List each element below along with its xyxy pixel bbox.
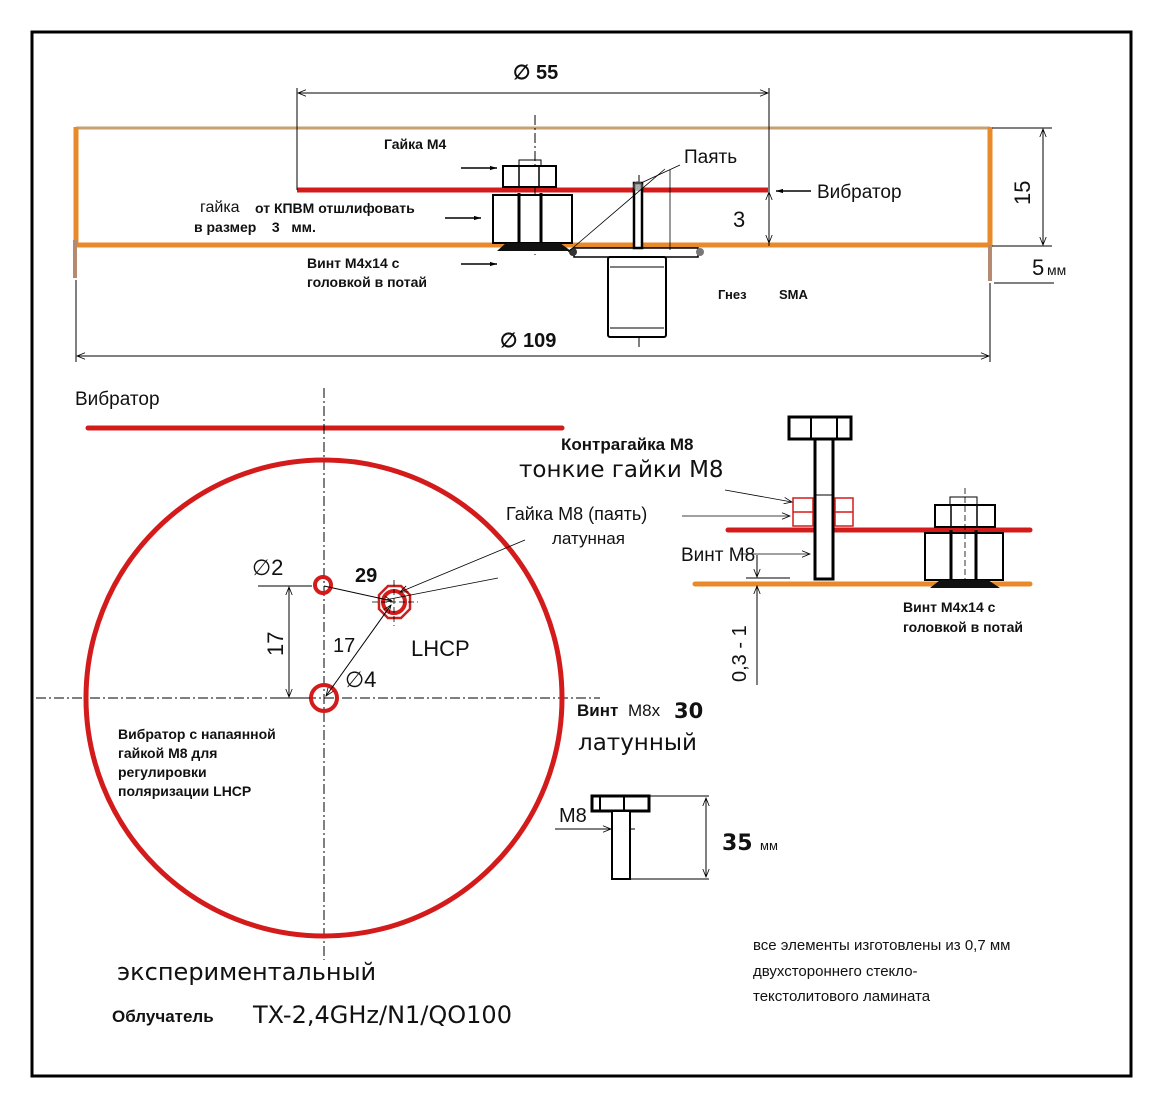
dim-29: 29 [355,565,377,587]
countersunk-screw-head [497,243,571,251]
top-view: Вибратор 17 29 17 ∅2 ∅4 LHCP Вибратор с … [36,388,600,960]
adjust-view: 0,3 - 1 Контрагайка М8 тонкие гайки М8 Г… [384,415,1033,756]
label-screw-1: Винт М4х14 с [307,255,400,271]
label-screw-2: головкой в потай [307,274,427,290]
m8-bolt-shaft [813,437,835,581]
title-experimental: экспериментальный [117,958,376,986]
label-solder: Паять [684,147,737,168]
adjust-countersunk-head [930,580,1000,588]
dim-17-vertical: 17 [263,632,288,656]
label-locknut: Контрагайка М8 [561,435,693,454]
material-note-2: двухстороннего стекло- [753,963,918,980]
label-lhcp: LHCP [411,636,470,661]
m4-nut [502,165,557,188]
adjust-spacer-nut [924,532,1004,581]
dim-rim-5: 5 [1032,255,1044,280]
note-line-3: регулировки [118,764,207,780]
note-line-1: Вибратор с напаянной [118,726,276,742]
hole-2mm [313,575,333,595]
dim-gap-adjust: 0,3 - 1 [729,625,751,682]
label-thin-nuts: тонкие гайки М8 [519,457,724,483]
label-nut-m4: Гайка М4 [384,136,446,152]
label-nut-note-b: от КПВМ отшлифовать [255,200,415,216]
label-bolt-a: Винт [577,701,618,720]
dim-17-diag: 17 [333,635,355,657]
spacer-nut [492,194,573,244]
dim-109: ∅ 109 [500,330,556,352]
dim-hole-4: ∅4 [345,667,376,692]
label-adjust-screw-1: Винт М4х14 с [903,599,996,615]
drawing-frame [30,30,1133,1078]
label-bolt-thread: М8 [559,805,587,827]
label-vibrator-side: Вибратор [817,182,902,203]
label-nut-m8-1: Гайка М8 (паять) [506,504,647,524]
label-sma-a: Гнез [718,287,747,302]
label-sma-b: SMA [779,287,809,302]
dim-55: ∅ 55 [513,62,558,84]
label-screw-m8: Винт М8 [681,545,755,566]
bolt-detail: М8 35 мм [555,794,778,880]
dim-29-line [323,585,392,601]
side-view: ∅ 55 3 15 5 мм ∅ 109 Гайка М4 Паять Вибр… [73,62,1066,362]
m8-bolt-head [787,415,853,441]
sma-body [607,256,667,338]
label-bolt-b: М8х [628,701,661,720]
note-line-2: гайкой М8 для [118,745,217,761]
title-prefix: Облучатель [112,1007,214,1026]
material-note-3: текстолитового ламината [753,988,931,1005]
vibrator-disc [83,457,565,939]
dim-hole-2: ∅2 [252,555,283,580]
dim-rim-unit: мм [1047,262,1066,278]
label-nut-note-a: гайка [200,199,240,216]
dim-bolt-length: 35 [722,831,753,856]
sma-flange [573,247,699,258]
label-adjust-screw-2: головкой в потай [903,619,1023,635]
label-nut-note-2: в размер 3 мм. [194,219,316,235]
title-model: TX-2,4GHz/N1/QO100 [252,1001,512,1029]
dim-17-diag-line [326,605,391,696]
dim-gap-3: 3 [733,207,745,232]
sma-pin [632,181,644,250]
dim-height-15: 15 [1010,181,1035,205]
label-nut-m8-2: латунная [552,529,625,548]
label-bolt-c: 30 [674,699,703,723]
label-vibrator-top: Вибратор [75,389,160,410]
bolt-shaft [611,810,631,880]
hole-4mm [309,683,339,713]
label-bolt-brass: латунный [578,730,697,756]
note-line-4: поляризации LHCP [118,783,251,799]
material-note-1: все элементы изготовлены из 0,7 мм [753,937,1010,954]
dim-bolt-unit: мм [760,838,778,853]
